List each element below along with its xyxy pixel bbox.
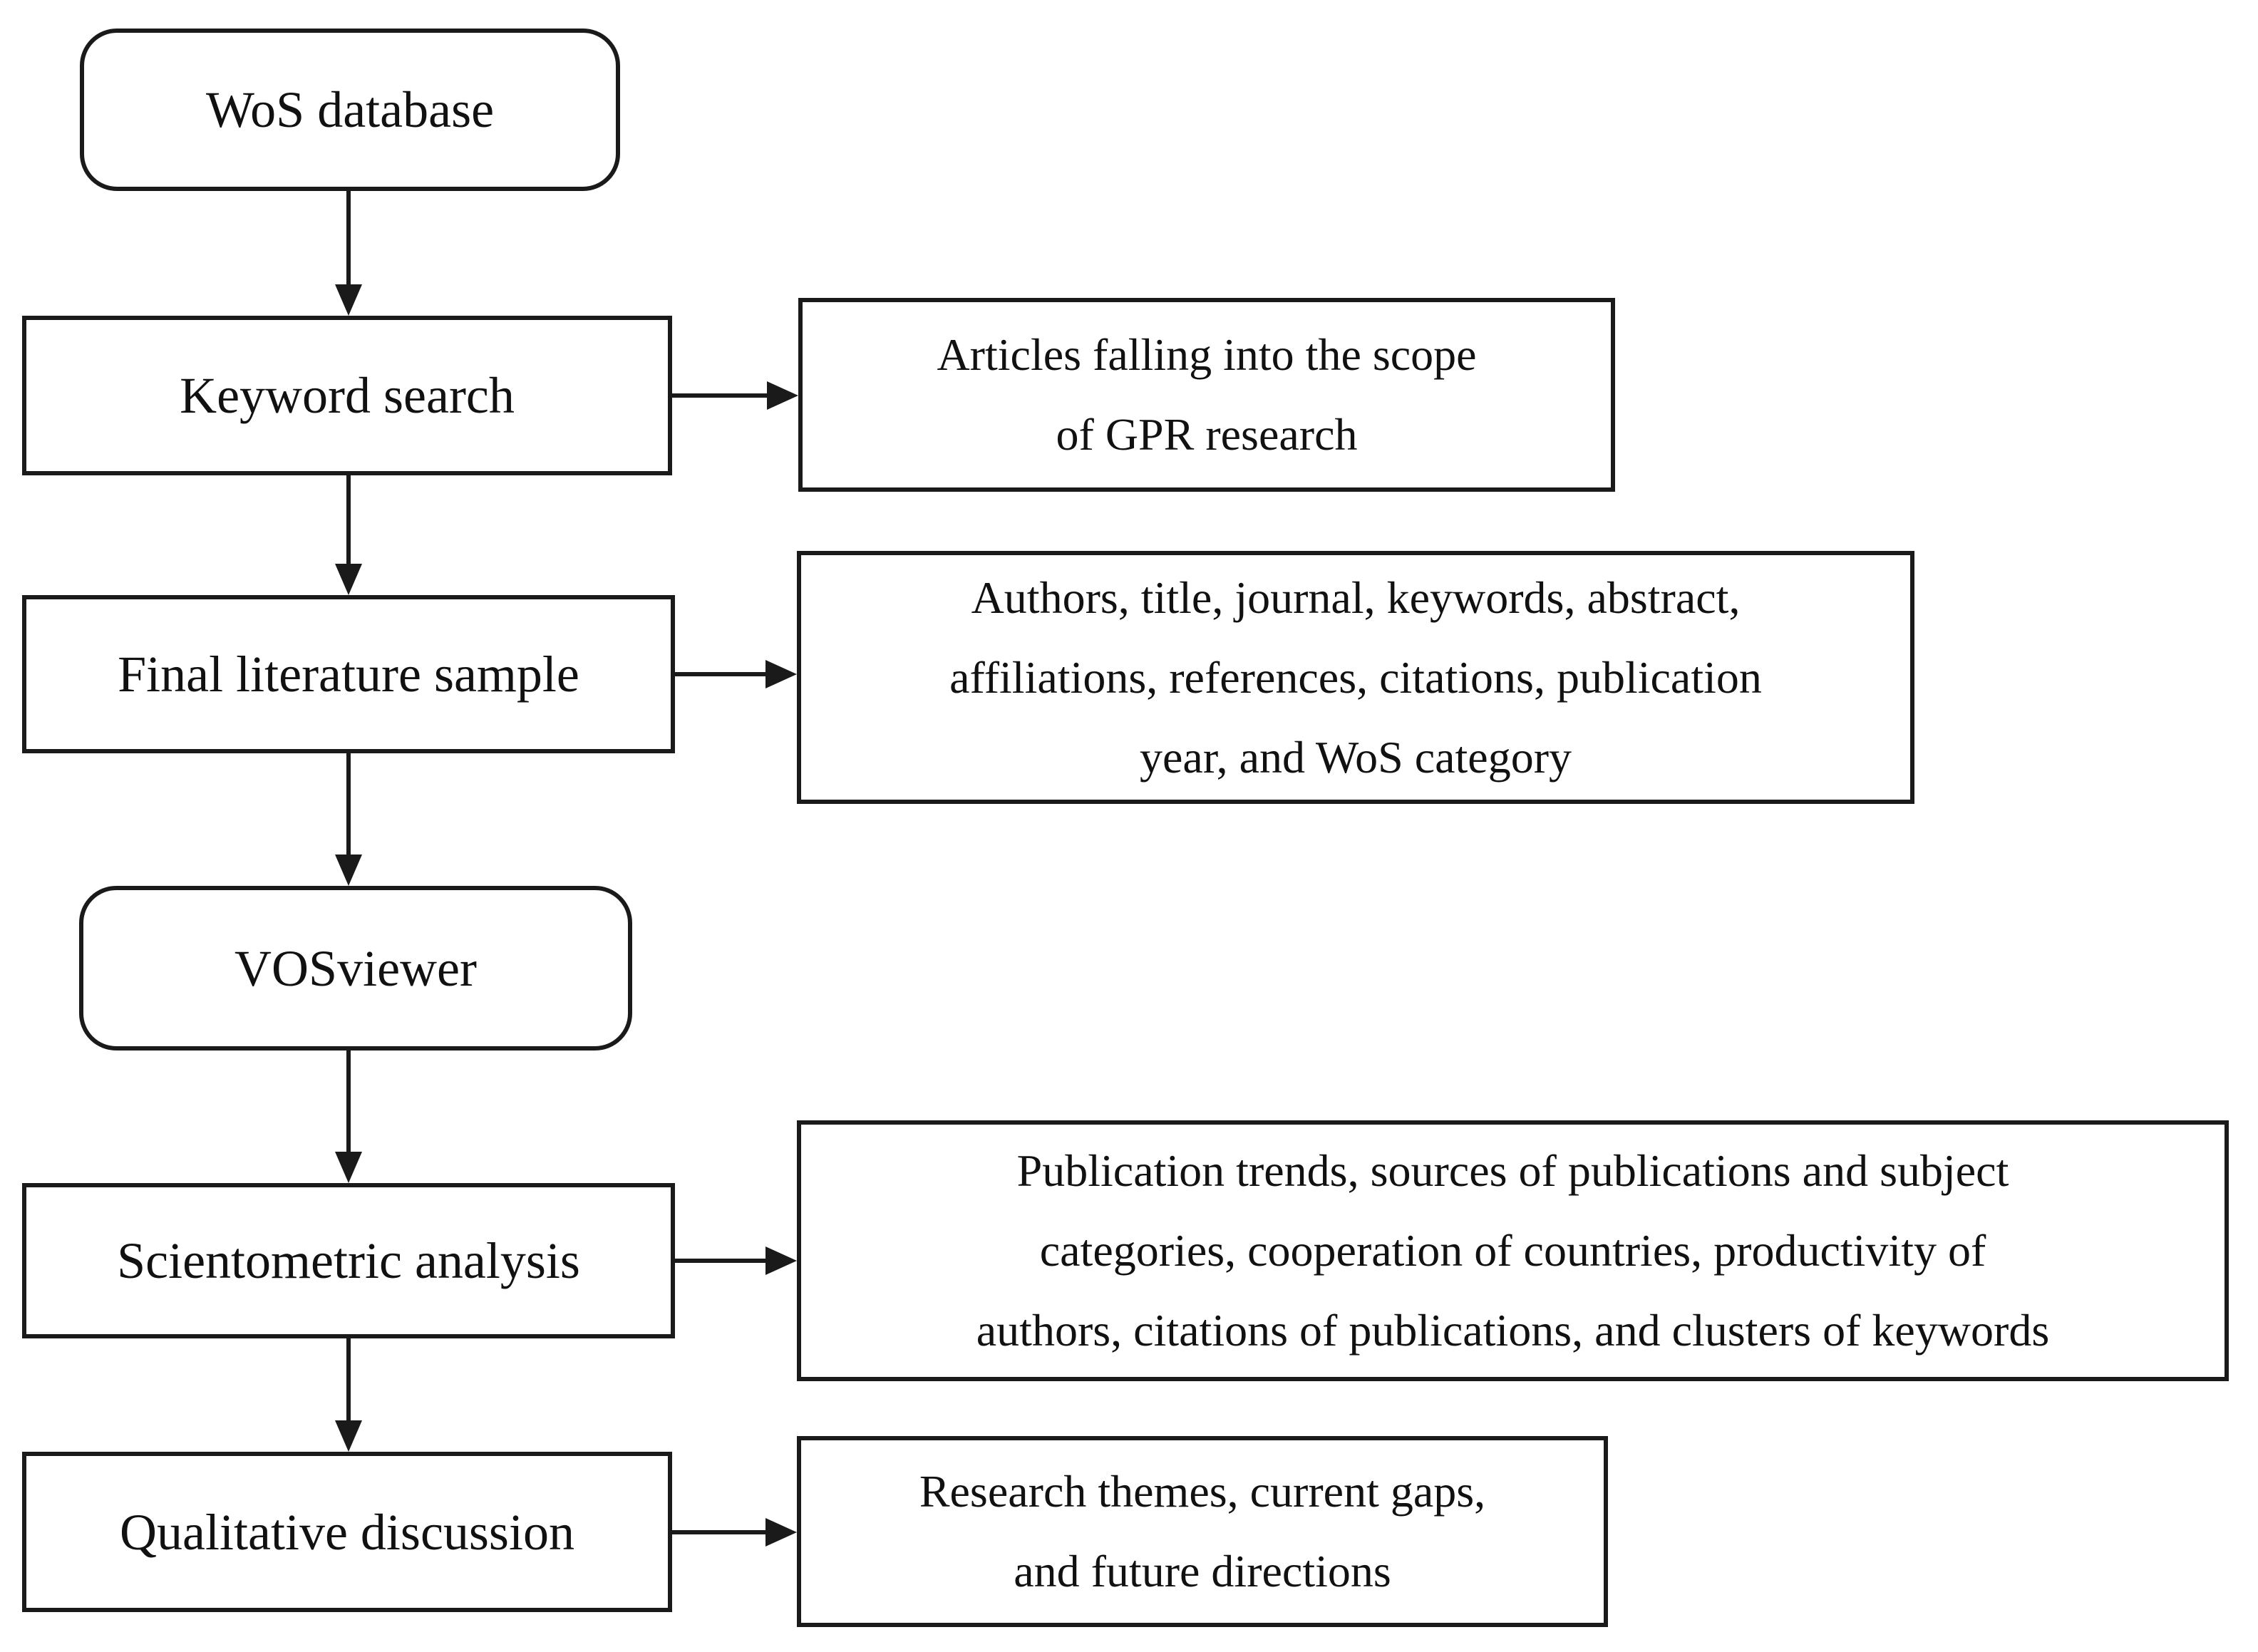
node-scientometric-analysis-label: Scientometric analysis xyxy=(117,1232,580,1289)
node-articles-scope-label: Articles falling into the scope of GPR r… xyxy=(937,329,1477,460)
arrow-wos-to-keyword-line xyxy=(346,191,351,287)
node-qualitative-discussion-label: Qualitative discussion xyxy=(120,1503,574,1561)
arrow-final-to-fields-line xyxy=(675,672,768,676)
arrow-vosviewer-to-scientometric-head xyxy=(335,1152,362,1183)
node-scientometric-analysis: Scientometric analysis xyxy=(22,1183,675,1338)
arrow-qualitative-to-outputs-head xyxy=(765,1518,797,1547)
node-wos-database: WoS database xyxy=(80,29,620,191)
node-articles-scope: Articles falling into the scope of GPR r… xyxy=(798,298,1615,492)
node-sample-fields-label: Authors, title, journal, keywords, abstr… xyxy=(949,572,1762,783)
node-sample-fields: Authors, title, journal, keywords, abstr… xyxy=(797,551,1914,804)
node-qualitative-outputs-label: Research themes, current gaps, and futur… xyxy=(919,1466,1486,1596)
arrow-final-to-vosviewer-head xyxy=(335,855,362,886)
node-scientometric-outputs: Publication trends, sources of publicati… xyxy=(797,1120,2229,1381)
node-qualitative-discussion: Qualitative discussion xyxy=(22,1452,672,1612)
node-vosviewer-label: VOSviewer xyxy=(234,939,477,997)
node-keyword-search-label: Keyword search xyxy=(180,367,515,424)
arrow-keyword-to-articles-line xyxy=(672,393,770,398)
arrow-scientometric-to-outputs-head xyxy=(765,1246,797,1275)
arrow-scientometric-to-qualitative-line xyxy=(346,1338,351,1423)
arrow-scientometric-to-outputs-line xyxy=(675,1259,768,1263)
node-final-literature-sample-label: Final literature sample xyxy=(118,646,579,703)
node-vosviewer: VOSviewer xyxy=(79,886,632,1050)
node-qualitative-outputs: Research themes, current gaps, and futur… xyxy=(797,1436,1608,1627)
arrow-final-to-vosviewer-line xyxy=(346,753,351,857)
arrow-keyword-to-final-line xyxy=(346,475,351,567)
node-wos-database-label: WoS database xyxy=(205,81,495,138)
node-scientometric-outputs-label: Publication trends, sources of publicati… xyxy=(976,1145,2050,1356)
arrow-keyword-to-articles-head xyxy=(767,381,798,410)
arrow-scientometric-to-qualitative-head xyxy=(335,1420,362,1452)
arrow-keyword-to-final-head xyxy=(335,564,362,595)
arrow-vosviewer-to-scientometric-line xyxy=(346,1050,351,1155)
node-final-literature-sample: Final literature sample xyxy=(22,595,675,753)
node-keyword-search: Keyword search xyxy=(22,316,672,475)
arrow-wos-to-keyword-head xyxy=(335,284,362,316)
arrow-qualitative-to-outputs-line xyxy=(672,1530,768,1534)
arrow-final-to-fields-head xyxy=(765,660,797,688)
